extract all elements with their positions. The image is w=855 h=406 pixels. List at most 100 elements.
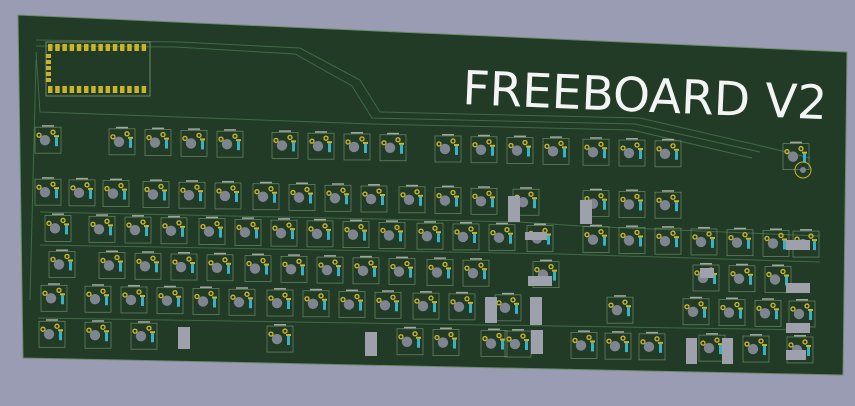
switch-footprint	[378, 220, 406, 249]
switch-center-hole	[49, 223, 61, 234]
switch-center-hole	[731, 237, 743, 248]
switch-footprint	[570, 330, 598, 359]
switch-center-hole	[103, 260, 115, 271]
switch-center-hole	[547, 146, 559, 157]
diode-pad	[308, 192, 313, 195]
switch-pad	[304, 186, 310, 193]
switch-reference-mark	[590, 188, 602, 191]
switch-reference-mark	[252, 253, 264, 256]
switch-reference-mark	[662, 138, 674, 141]
switch-outline	[38, 320, 66, 348]
diode-footprint	[255, 229, 258, 239]
switch-footprint	[542, 136, 570, 165]
switch-footprint	[488, 222, 516, 252]
diode-footprint	[713, 274, 716, 284]
switch-reference-mark	[324, 255, 336, 257]
switch-reference-mark	[442, 185, 454, 188]
switch-footprint	[754, 298, 782, 327]
switch-pad	[766, 271, 772, 278]
switch-outline	[34, 126, 62, 154]
switch-pad	[472, 142, 478, 148]
mcu-pad	[84, 44, 89, 51]
switch-reference-mark	[470, 258, 482, 260]
switch-pad	[260, 257, 266, 264]
switch-footprint	[234, 217, 262, 246]
low-bus-trace	[37, 317, 811, 331]
switch-outline	[692, 264, 720, 292]
mcu-pad	[91, 44, 96, 51]
switch-pad	[358, 223, 364, 230]
diode-footprint	[199, 192, 202, 202]
switch-pad	[362, 191, 368, 197]
diode-footprint	[364, 143, 367, 153]
diode-pad	[784, 274, 789, 277]
switch-reference-mark	[200, 286, 212, 288]
switch-pad	[380, 227, 386, 234]
diode-pad	[118, 260, 123, 263]
diode-pad	[218, 226, 223, 229]
stabilizer-cutout	[580, 200, 592, 224]
switch-pad	[558, 140, 564, 147]
switch-center-hole	[139, 261, 151, 272]
switch-reference-mark	[128, 284, 140, 287]
switch-footprint	[252, 181, 280, 211]
diode-pad	[336, 265, 341, 268]
switch-center-hole	[393, 266, 405, 277]
diode-footprint	[55, 137, 58, 147]
switch-outline	[252, 183, 280, 211]
switch-reference-mark	[178, 252, 190, 254]
switch-footprint	[68, 177, 96, 207]
diode-footprint	[639, 237, 642, 247]
diode-pad	[748, 273, 753, 276]
switch-pad	[622, 299, 628, 305]
switch-footprint	[120, 284, 148, 314]
switch-reference-mark	[540, 259, 552, 262]
diode-footprint	[659, 343, 662, 353]
diode-pad	[286, 298, 291, 301]
switch-footprint	[434, 133, 462, 163]
switch-pad	[734, 301, 740, 308]
diode-pad	[590, 340, 595, 343]
switch-outline	[170, 253, 198, 281]
switch-pad	[244, 291, 250, 297]
switch-footprint	[448, 291, 476, 321]
switch-footprint	[34, 125, 62, 154]
diode-footprint	[69, 261, 72, 271]
switch-footprint	[156, 285, 184, 315]
switch-pad	[150, 255, 156, 261]
switch-reference-mark	[274, 324, 286, 326]
diode-footprint	[509, 234, 512, 244]
switch-pad	[698, 301, 704, 307]
switch-pad	[770, 302, 776, 308]
switch-center-hole	[161, 295, 173, 306]
diode-footprint	[163, 191, 166, 201]
switch-pad	[428, 295, 434, 301]
mid-bus-trace-2	[39, 244, 821, 263]
switch-pad	[122, 292, 128, 298]
diode-footprint	[400, 144, 403, 154]
switch-pad	[692, 234, 698, 240]
switch-center-hole	[439, 143, 451, 155]
diode-footprint	[123, 190, 126, 200]
switch-outline	[120, 286, 148, 314]
switch-footprint	[682, 296, 710, 326]
switch-pad	[778, 232, 784, 239]
switch-center-hole	[437, 337, 449, 348]
diode-footprint	[213, 298, 216, 308]
diode-footprint	[433, 303, 436, 313]
switch-footprint	[618, 138, 646, 167]
diode-pad	[416, 336, 421, 339]
switch-center-hole	[401, 336, 413, 347]
switch-center-hole	[457, 231, 469, 243]
mcu-pad	[105, 86, 111, 93]
switch-pad	[376, 297, 382, 304]
switch-pad	[42, 290, 48, 296]
diode-pad	[418, 194, 423, 197]
switch-pad	[418, 228, 424, 234]
switch-pad	[136, 289, 142, 295]
switch-pad	[404, 260, 410, 267]
switch-center-hole	[53, 259, 65, 270]
switch-reference-mark	[382, 290, 394, 292]
diode-pad	[602, 147, 607, 150]
switch-reference-mark	[110, 178, 122, 181]
